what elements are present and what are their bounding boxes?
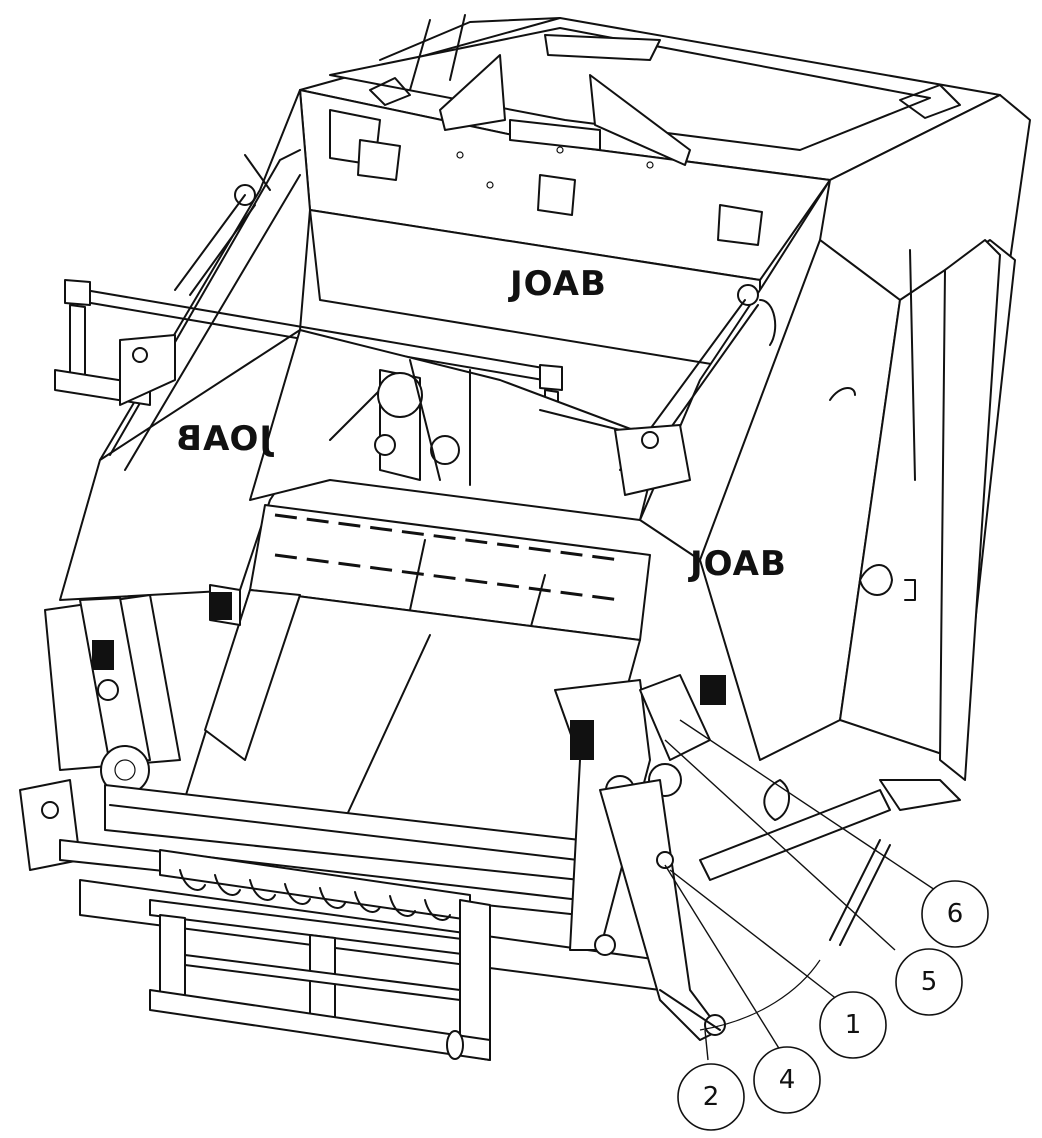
top-frame [299,14,1001,181]
callout-2-label: 2 [703,1082,720,1112]
front-frame [149,899,491,1061]
right-actuator [554,674,891,1041]
callout-6-label: 6 [947,899,964,929]
left-side-panel [59,89,331,601]
brand-mark-right: JOAB [688,544,787,584]
callout-leaders [664,719,936,1061]
base-line [659,959,821,1031]
callout-6: 6 [921,880,989,948]
center-chute [249,329,661,521]
callout-4-label: 4 [779,1065,796,1095]
right-side-wall [699,94,1031,811]
brand-mark-top: JOAB [508,264,607,304]
front-tray [174,504,651,861]
callout-1: 1 [819,991,887,1059]
callout-5: 5 [895,948,963,1016]
callout-5-label: 5 [921,967,938,997]
callout-2: 2 [677,1063,745,1131]
brand-mark-left-mirrored: JOAB [175,419,274,459]
callout-4: 4 [753,1046,821,1114]
callout-1-label: 1 [845,1010,862,1040]
